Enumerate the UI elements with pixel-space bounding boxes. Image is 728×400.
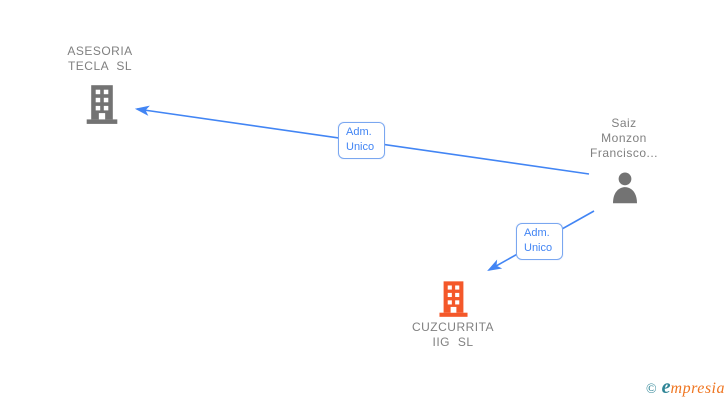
- node-person[interactable]: [610, 171, 640, 204]
- node-label-line: Saiz: [611, 116, 637, 130]
- edge-label-line: Unico: [346, 141, 375, 153]
- empresia-logo[interactable]: © empresia: [646, 376, 725, 399]
- node-label-line: IIG SL: [432, 335, 474, 349]
- edge-label-line: Unico: [524, 242, 553, 254]
- edge-label-adm-unico-1[interactable]: Adm. Unico: [338, 122, 385, 159]
- node-label-cuzcurrita[interactable]: CUZCURRITA IIG SL: [412, 320, 494, 350]
- edge-label-adm-unico-2[interactable]: Adm. Unico: [516, 223, 563, 260]
- brand-initial: e: [661, 376, 671, 398]
- edge-label-line: Adm.: [346, 126, 372, 138]
- node-label-line: Francisco...: [589, 146, 659, 160]
- node-label-line: ASESORIA: [67, 44, 133, 58]
- node-label-line: TECLA SL: [67, 59, 133, 73]
- node-cuzcurrita[interactable]: [437, 281, 470, 318]
- edge-label-line: Adm.: [524, 227, 550, 239]
- node-asesoria[interactable]: [84, 85, 120, 125]
- node-label-person[interactable]: Saiz Monzon Francisco...: [590, 116, 658, 161]
- brand-rest: mpresia: [670, 380, 725, 397]
- building-icon: [439, 281, 468, 317]
- copyright-icon: ©: [646, 382, 657, 397]
- node-label-asesoria[interactable]: ASESORIA TECLA SL: [67, 44, 132, 74]
- building-icon: [86, 85, 118, 124]
- brand-wordmark: empresia: [662, 376, 725, 399]
- person-icon: [613, 172, 637, 204]
- node-label-line: Monzon: [601, 131, 647, 145]
- node-label-line: CUZCURRITA: [411, 320, 495, 334]
